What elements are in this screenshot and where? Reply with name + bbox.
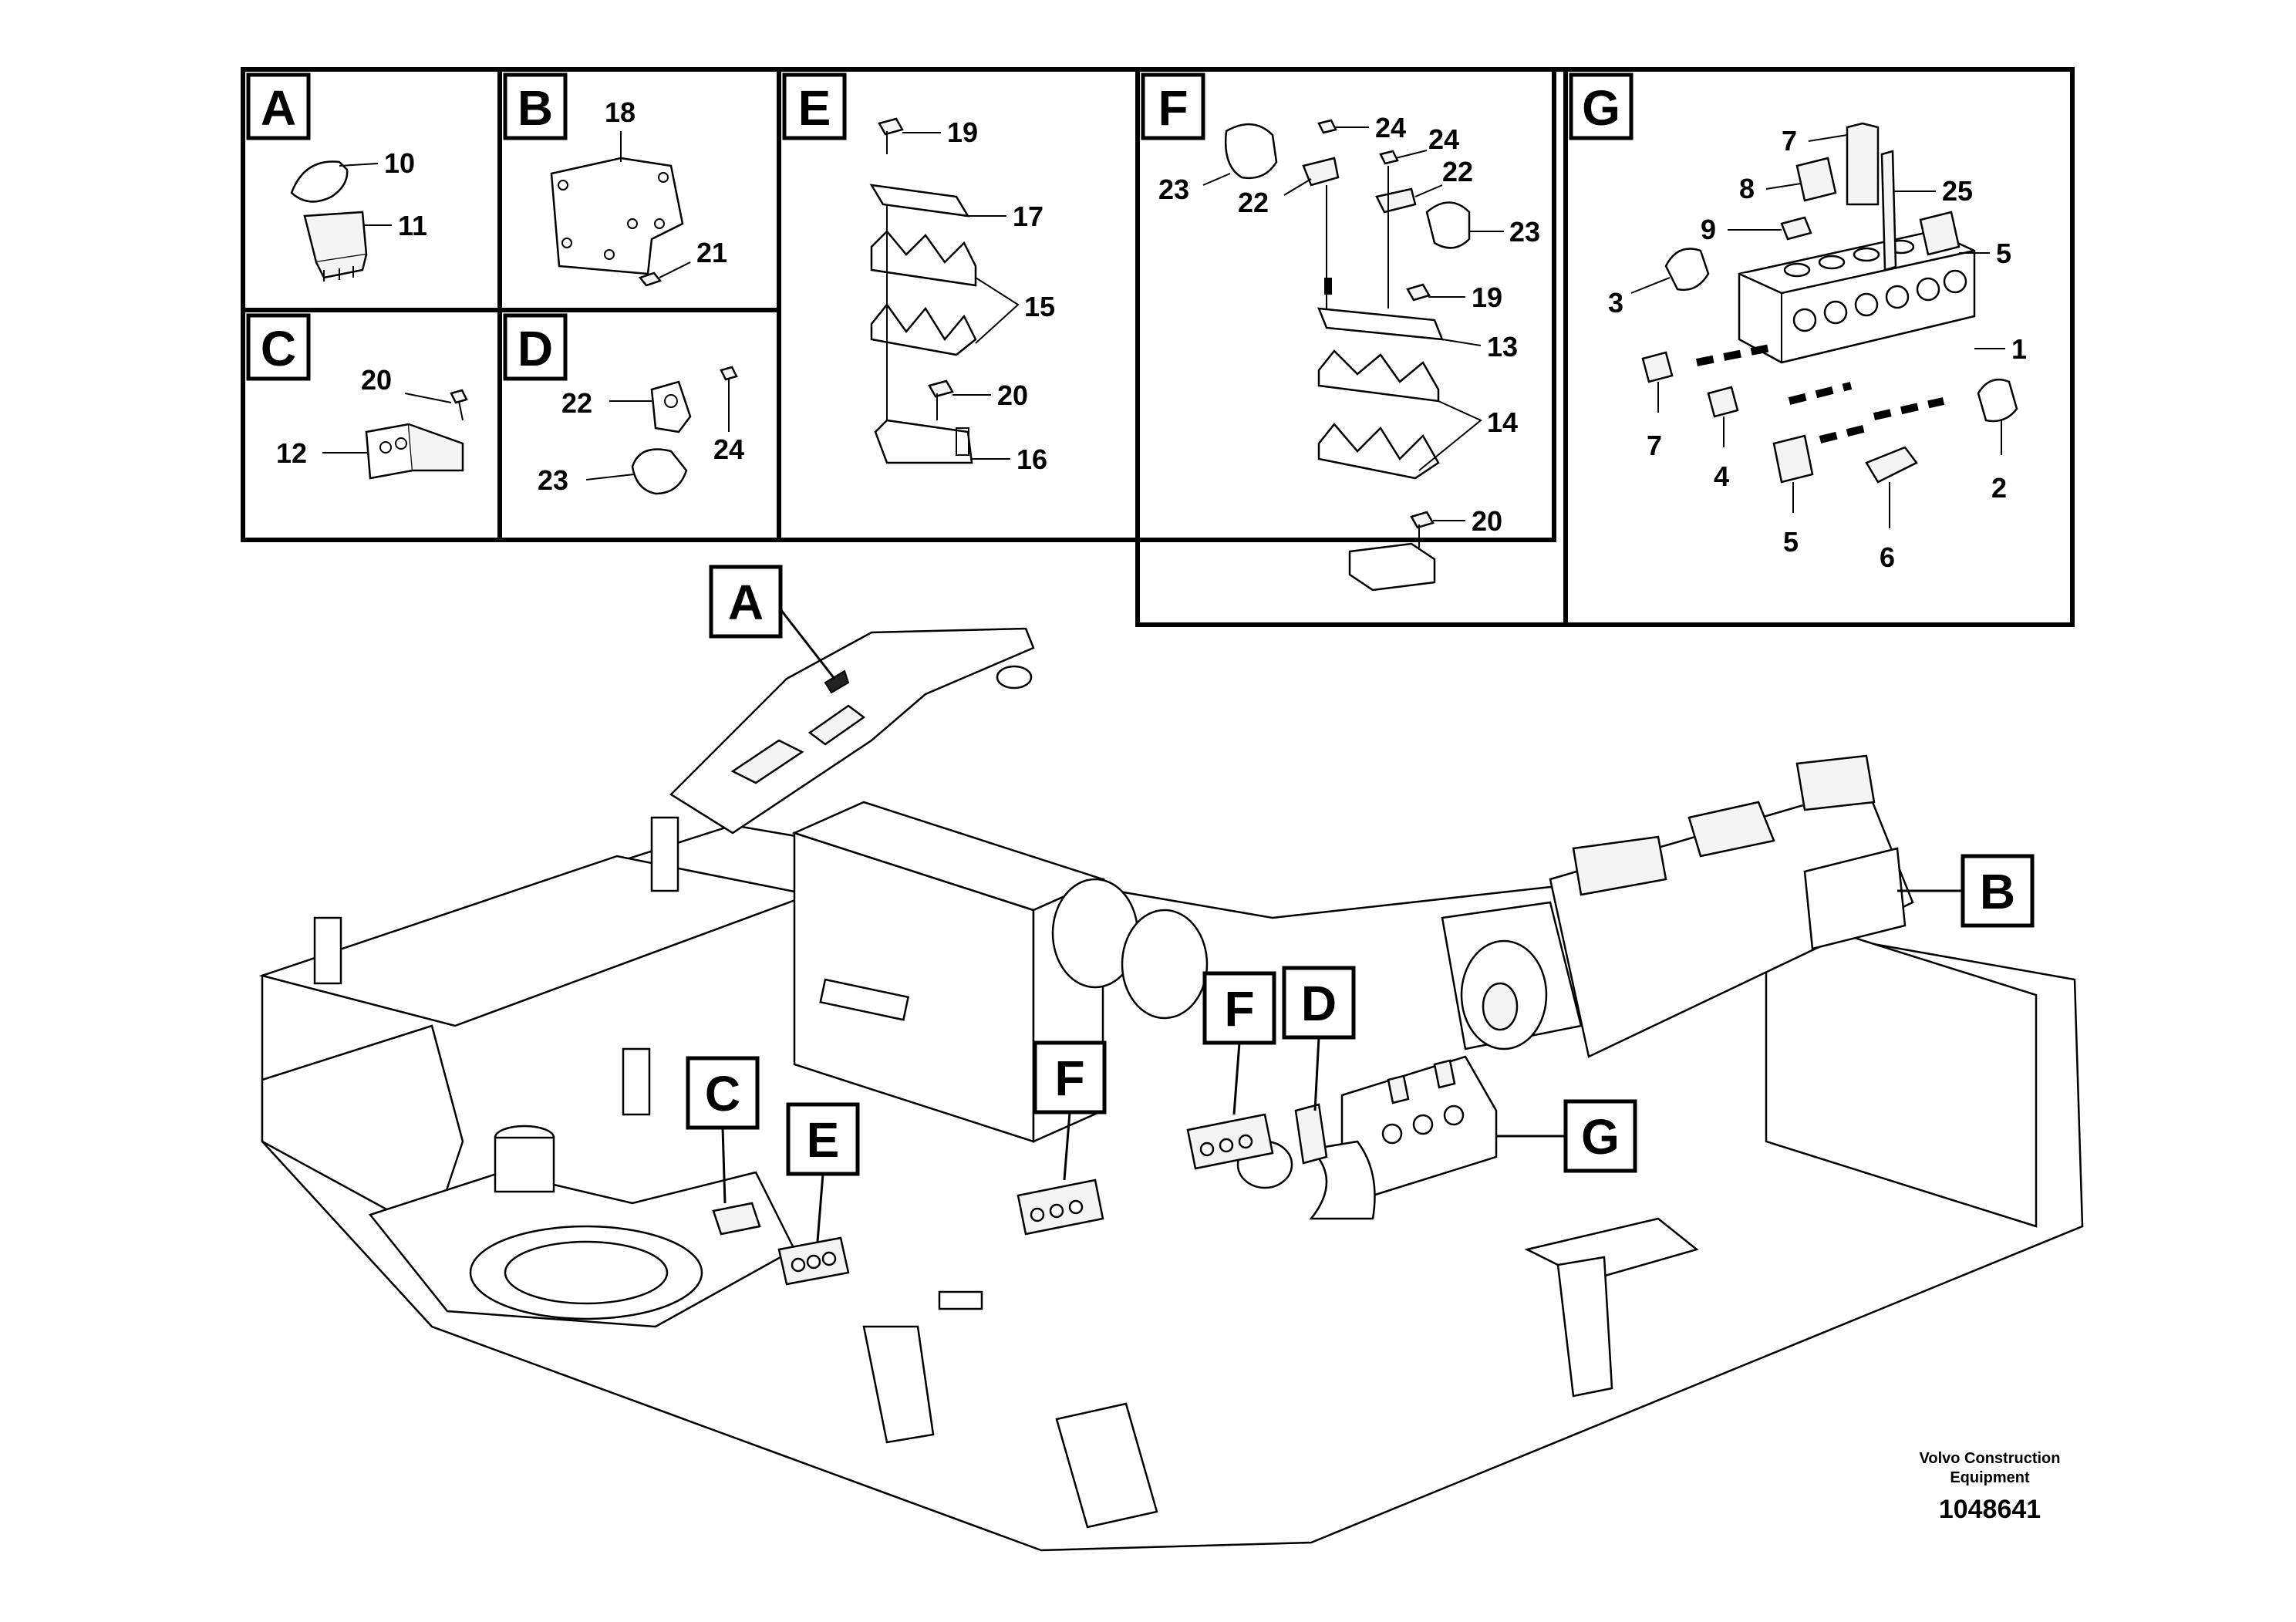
part-label-20-e: 20	[997, 379, 1028, 411]
callout-c-letter: C	[705, 1066, 740, 1121]
callout-c: C	[686, 1056, 760, 1204]
rocker-switch-part	[290, 160, 368, 282]
callout-a-letter: A	[728, 575, 764, 630]
panel-a-letter: A	[261, 80, 296, 136]
part-label-24: 24	[713, 433, 744, 465]
part-label-25: 25	[1942, 175, 1973, 207]
callout-e: E	[786, 1102, 860, 1243]
part-label-21: 21	[696, 237, 727, 268]
callout-f-2: F	[1202, 971, 1276, 1115]
panel-e: E 19 17 15 20 16	[782, 73, 1055, 475]
panel-d: D 22 24 23	[503, 313, 744, 496]
part-label-4: 4	[1714, 460, 1729, 492]
part-label-9: 9	[1701, 214, 1716, 245]
callout-b-letter: B	[1980, 864, 2015, 919]
panel-a: A 10 11	[246, 73, 427, 282]
part-label-6: 6	[1880, 541, 1895, 573]
part-label-24-f-a: 24	[1375, 112, 1406, 143]
part-label-11: 11	[398, 210, 427, 241]
panel-f-letter: F	[1158, 80, 1188, 136]
clip-f2-installed	[1186, 1113, 1274, 1170]
panel-g: G	[1569, 73, 2027, 573]
part-label-17: 17	[1013, 201, 1043, 232]
callout-b: B	[1897, 854, 2035, 928]
part-label-18: 18	[605, 96, 636, 128]
part-label-20: 20	[361, 364, 392, 396]
part-label-13: 13	[1487, 331, 1518, 363]
maker-line-1: Volvo Construction	[1920, 1450, 2061, 1467]
panel-d-letter: D	[518, 321, 553, 376]
panel-e-letter: E	[798, 80, 831, 136]
panel-b: B 18 21	[503, 73, 727, 287]
clip-stack-part	[869, 117, 977, 464]
part-label-2: 2	[1991, 472, 2007, 504]
clip-f1-installed	[1017, 1179, 1104, 1236]
part-label-19-f: 19	[1472, 282, 1502, 313]
clip-e-installed	[777, 1236, 850, 1286]
callout-f1-letter: F	[1054, 1050, 1084, 1106]
part-label-1: 1	[2011, 333, 2027, 365]
part-label-22-f-a: 22	[1238, 187, 1269, 218]
part-label-23-f-b: 23	[1509, 216, 1540, 248]
operator-console	[669, 627, 1035, 835]
valve-block-part	[1641, 122, 2018, 484]
part-label-8: 8	[1739, 173, 1755, 204]
part-label-23: 23	[538, 464, 568, 496]
callout-d-letter: D	[1301, 976, 1337, 1031]
panel-g-letter: G	[1582, 80, 1620, 136]
part-label-24-f-b: 24	[1428, 123, 1459, 155]
part-label-15: 15	[1024, 291, 1055, 322]
footer: Volvo Construction Equipment 1048641	[1920, 1450, 2061, 1524]
clip-assembly-part	[1225, 119, 1471, 592]
clamp-d-installed	[1294, 1103, 1328, 1165]
callout-g: G	[1496, 1099, 1637, 1173]
callout-d: D	[1282, 966, 1356, 1111]
part-label-22: 22	[561, 387, 592, 419]
part-label-7-b: 7	[1647, 430, 1662, 461]
part-label-22-f-b: 22	[1442, 156, 1473, 187]
panel-b-letter: B	[518, 80, 553, 136]
part-label-12: 12	[276, 437, 307, 469]
callout-f2-letter: F	[1224, 981, 1254, 1037]
part-label-5-b: 5	[1783, 526, 1799, 558]
part-label-20-f: 20	[1472, 505, 1502, 537]
clamp-part	[631, 366, 738, 495]
part-label-16: 16	[1017, 443, 1047, 475]
maker-line-2: Equipment	[1950, 1469, 2030, 1486]
part-label-19-e: 19	[947, 116, 978, 148]
panel-c: C 20 12	[246, 313, 468, 480]
panel-c-letter: C	[261, 321, 296, 376]
detail-panels-frame	[241, 67, 2075, 627]
mounting-plate-part	[550, 157, 684, 287]
bracket-part	[365, 389, 468, 480]
callout-e-letter: E	[807, 1112, 840, 1168]
callout-a: A	[709, 565, 836, 679]
document-number: 1048641	[1939, 1495, 2041, 1524]
callout-g-letter: G	[1581, 1109, 1620, 1165]
part-label-7-a: 7	[1782, 125, 1797, 157]
clip-c-installed	[712, 1202, 761, 1236]
hydraulic-pump	[1441, 754, 1914, 1058]
part-label-23-f-a: 23	[1158, 174, 1189, 205]
callout-f-1: F	[1033, 1040, 1107, 1181]
part-label-5-a: 5	[1996, 238, 2011, 269]
part-label-14: 14	[1487, 406, 1518, 438]
valve-block-installed	[1236, 1055, 1498, 1220]
part-label-3: 3	[1608, 287, 1623, 319]
part-label-10: 10	[384, 147, 415, 179]
panel-f: F 24 24 22 22 23 23	[1141, 73, 1540, 592]
